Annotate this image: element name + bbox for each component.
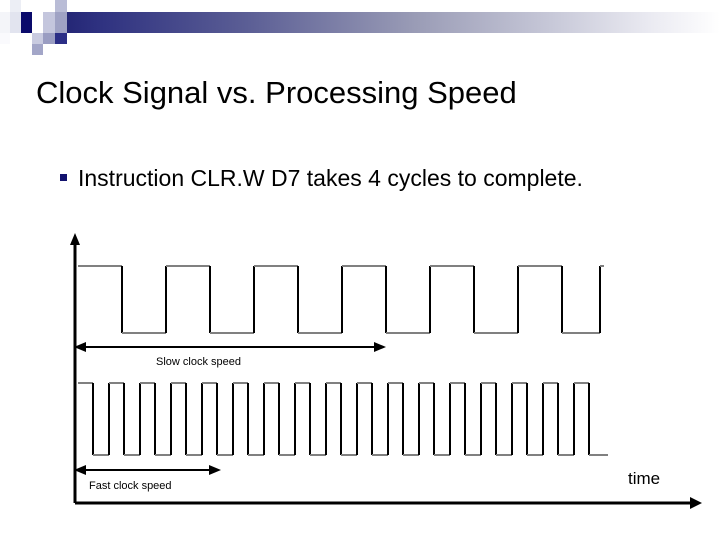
decor-square bbox=[55, 0, 67, 12]
decor-square bbox=[10, 12, 21, 33]
decor-square bbox=[10, 0, 21, 12]
decor-square-accent bbox=[21, 12, 32, 33]
decor-square bbox=[43, 12, 55, 33]
decor-square bbox=[32, 0, 43, 12]
fast-clock-dimension-arrow bbox=[74, 465, 221, 475]
time-axis-label: time bbox=[628, 469, 660, 488]
fast-clock-label: Fast clock speed bbox=[89, 480, 172, 492]
decor-square bbox=[32, 33, 43, 44]
decor-square bbox=[55, 12, 67, 33]
decor-square-accent bbox=[55, 33, 67, 44]
axis-arrow-right bbox=[690, 497, 702, 509]
slow-clock-dimension-arrow bbox=[74, 342, 386, 352]
slide-decoration-header bbox=[0, 0, 720, 55]
bullet-text: Instruction CLR.W D7 takes 4 cycles to c… bbox=[78, 165, 583, 191]
axis-arrow-up bbox=[70, 233, 80, 245]
decor-square bbox=[0, 33, 10, 44]
decor-square bbox=[0, 12, 10, 33]
slow-clock-label: Slow clock speed bbox=[156, 356, 241, 368]
vertical-axis bbox=[70, 233, 80, 503]
list-item: Instruction CLR.W D7 takes 4 cycles to c… bbox=[60, 162, 660, 194]
slide-body: Instruction CLR.W D7 takes 4 cycles to c… bbox=[60, 162, 660, 194]
header-gradient-bar bbox=[44, 12, 720, 33]
fast-clock-waveform bbox=[78, 382, 608, 456]
decor-square bbox=[32, 44, 43, 55]
time-axis bbox=[75, 497, 702, 509]
decor-square bbox=[21, 0, 32, 12]
decor-square bbox=[21, 33, 32, 44]
clock-waveform-diagram: Slow clock speed bbox=[0, 225, 720, 525]
page-title: Clock Signal vs. Processing Speed bbox=[36, 75, 517, 110]
decor-square bbox=[32, 12, 43, 33]
decor-square bbox=[43, 0, 55, 12]
slow-clock-waveform bbox=[78, 265, 604, 334]
decor-square bbox=[43, 33, 55, 44]
square-bullet-icon bbox=[60, 174, 67, 181]
